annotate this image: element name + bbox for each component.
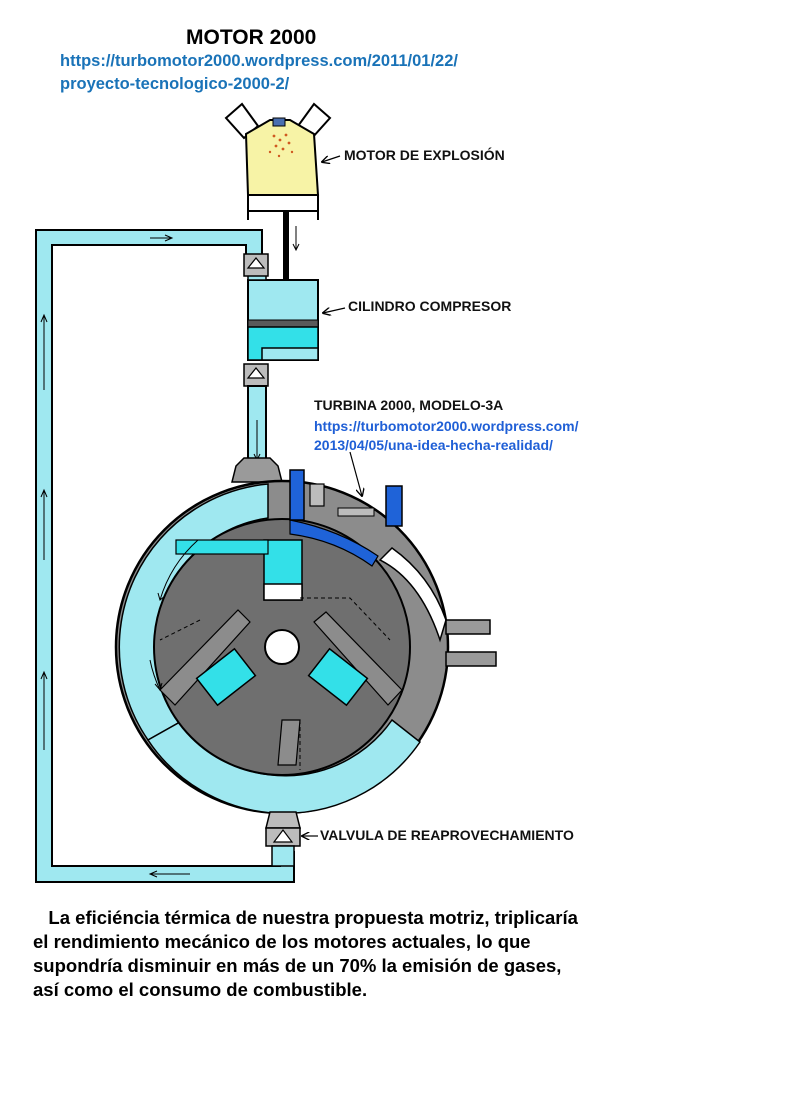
recovery-valve [265, 811, 301, 867]
explosion-engine [224, 102, 332, 281]
label-motor-explosion: MOTOR DE EXPLOSIÓN [344, 147, 505, 163]
paragraph-line-2: el rendimiento mecánico de los motores a… [33, 931, 531, 952]
feed-pipe [231, 385, 283, 483]
article-link-line2[interactable]: proyecto-tecnologico-2000-2/ [60, 75, 290, 93]
article-link-line1[interactable]: https://turbomotor2000.wordpress.com/201… [60, 52, 458, 70]
exhaust-pipes [289, 469, 497, 667]
turbine-body [114, 479, 450, 815]
label-valvula: VALVULA DE REAPROVECHAMIENTO [320, 827, 574, 843]
label-pointers [302, 155, 362, 836]
paragraph-line-1: La eficiéncia térmica de nuestra propues… [33, 907, 578, 928]
label-turbina: TURBINA 2000, MODELO-3A [314, 397, 504, 413]
page-title: MOTOR 2000 [186, 26, 317, 49]
description-paragraph: La eficiéncia térmica de nuestra propues… [33, 906, 693, 1002]
compressor-cylinder [243, 253, 319, 387]
paragraph-line-3: supondría disminuir en más de un 70% la … [33, 955, 562, 976]
turbina-link-line2[interactable]: 2013/04/05/una-idea-hecha-realidad/ [314, 437, 553, 453]
turbina-link-line1[interactable]: https://turbomotor2000.wordpress.com/ [314, 418, 579, 434]
label-cilindro-compresor: CILINDRO COMPRESOR [348, 298, 512, 314]
paragraph-line-4: así como el consumo de combustible. [33, 979, 368, 1000]
